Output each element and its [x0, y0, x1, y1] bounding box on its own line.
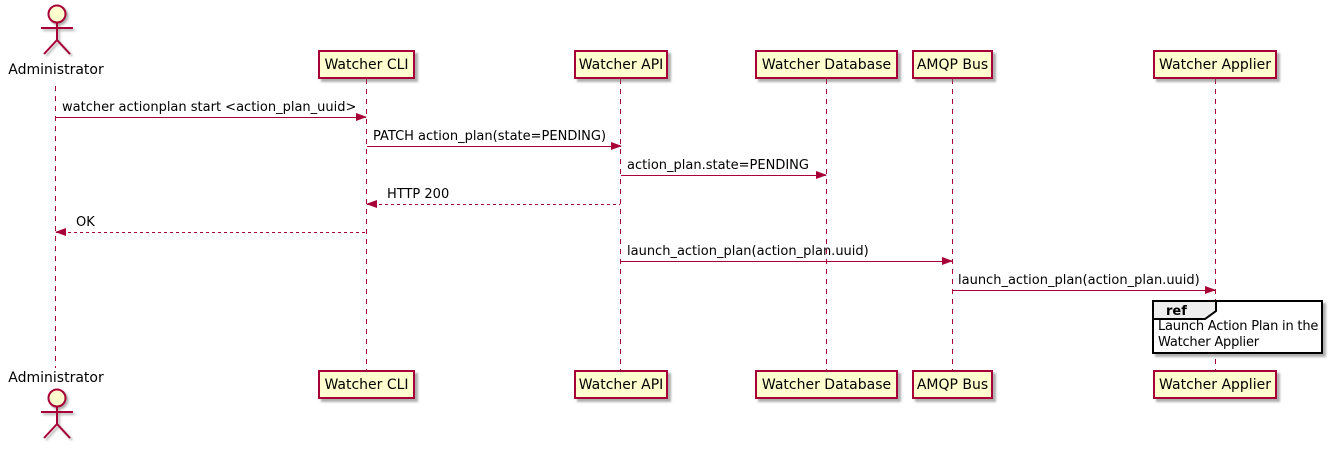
lifeline-watcher-applier — [1215, 79, 1216, 370]
arrowhead-icon — [816, 171, 827, 179]
participant-amqp-bus-bottom: AMQP Bus — [912, 370, 993, 399]
message-label: HTTP 200 — [387, 187, 450, 202]
lifeline-administrator — [55, 86, 56, 368]
arrowhead-icon — [942, 257, 953, 265]
message-label: PATCH action_plan(state=PENDING) — [373, 129, 607, 144]
arrowhead-icon — [611, 142, 622, 150]
participant-watcher-database-bottom: Watcher Database — [755, 370, 898, 399]
participant-watcher-cli-top: Watcher CLI — [318, 50, 415, 79]
lifeline-watcher-cli — [366, 79, 367, 370]
lifeline-watcher-api — [620, 79, 621, 370]
participant-watcher-applier-top: Watcher Applier — [1153, 50, 1277, 79]
message-line — [952, 290, 1215, 291]
ref-fragment: ref Launch Action Plan in the Watcher Ap… — [1152, 300, 1323, 354]
participant-watcher-applier-bottom: Watcher Applier — [1153, 370, 1277, 399]
ref-tag: ref — [1152, 300, 1217, 320]
actor-label-top: Administrator — [8, 62, 104, 78]
message-label: launch_action_plan(action_plan.uuid) — [627, 244, 869, 259]
ref-text-line: Watcher Applier — [1158, 335, 1259, 350]
message-label: action_plan.state=PENDING — [627, 158, 809, 173]
message-line — [621, 175, 826, 176]
message-line — [367, 146, 621, 147]
svg-text:ref: ref — [1166, 304, 1187, 319]
message-line — [56, 117, 366, 118]
participant-watcher-database-top: Watcher Database — [755, 50, 898, 79]
arrowhead-icon — [356, 113, 367, 121]
arrowhead-icon — [1205, 286, 1216, 294]
participant-watcher-api-top: Watcher API — [574, 50, 668, 79]
message-line — [56, 232, 366, 233]
participant-watcher-api-bottom: Watcher API — [574, 370, 668, 399]
message-label: watcher actionplan start <action_plan_uu… — [62, 100, 357, 115]
ref-text-line: Launch Action Plan in the — [1158, 319, 1319, 334]
participant-amqp-bus-top: AMQP Bus — [912, 50, 993, 79]
actor-icon — [41, 4, 73, 55]
lifeline-amqp-bus — [952, 79, 953, 370]
message-label: launch_action_plan(action_plan.uuid) — [958, 273, 1200, 288]
participant-watcher-cli-bottom: Watcher CLI — [318, 370, 415, 399]
message-line — [621, 261, 952, 262]
lifeline-watcher-database — [826, 79, 827, 370]
actor-label-bottom: Administrator — [8, 370, 104, 386]
arrowhead-icon — [55, 228, 66, 236]
arrowhead-icon — [366, 200, 377, 208]
ref-body: Launch Action Plan in the Watcher Applie… — [1154, 319, 1318, 351]
actor-icon — [41, 388, 73, 439]
message-label: OK — [76, 215, 95, 230]
message-line — [367, 204, 620, 205]
